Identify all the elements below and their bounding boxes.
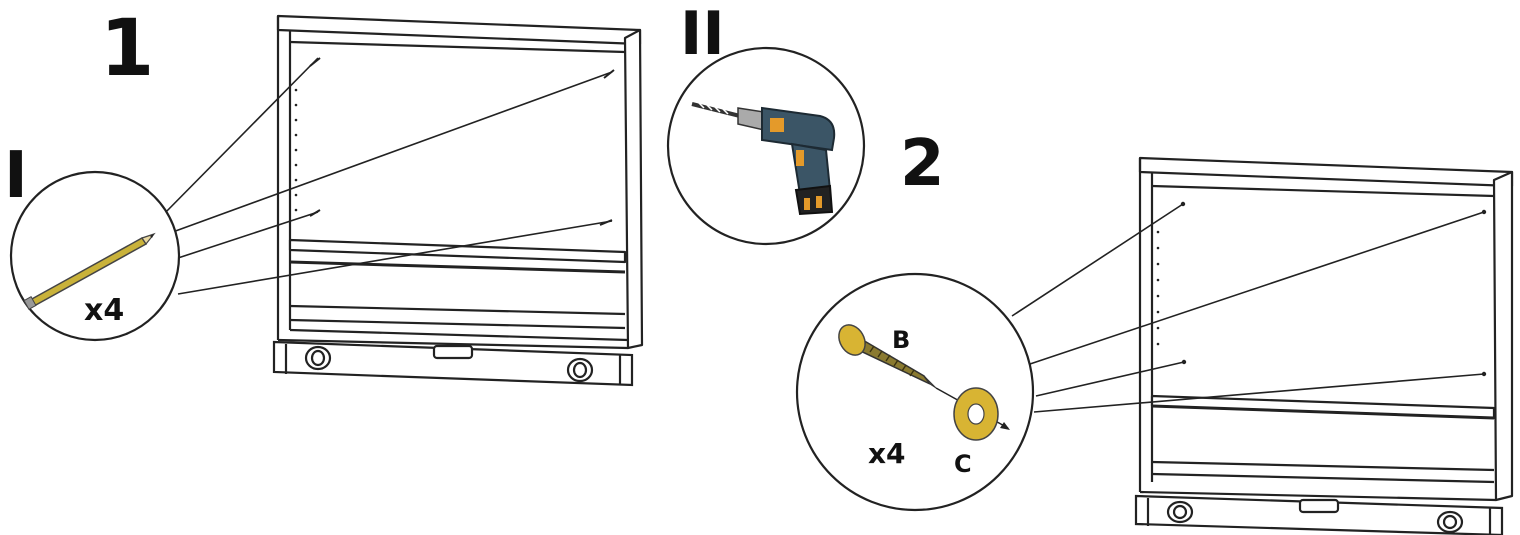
tool-1-roman-numeral: I [4,139,28,213]
screw-part-label: B [892,326,911,354]
leader-lines-step1 [159,57,613,295]
drill-icon [691,101,836,216]
drill-callout [666,46,866,246]
spirit-level-icon-step2 [1134,494,1504,535]
step-1-number: 1 [100,4,155,94]
pencil-icon [23,232,156,310]
cabinet-step2 [1138,156,1514,502]
screw-icon [838,324,937,389]
washer-part-label: C [954,450,972,478]
screw-callout [795,272,1035,512]
drill-marks-step1 [309,57,615,226]
screw-quantity: x4 [868,437,906,470]
pencil-quantity: x4 [84,293,125,328]
pencil-callout [9,170,181,342]
drilled-holes-step2 [1180,201,1487,377]
step-2-number: 2 [900,127,945,201]
leader-lines-step2 [1011,203,1485,413]
cabinet-step1 [276,14,644,350]
spirit-level-icon [272,340,634,387]
washer-icon [953,387,999,441]
tool-2-roman-numeral: II [680,0,725,69]
